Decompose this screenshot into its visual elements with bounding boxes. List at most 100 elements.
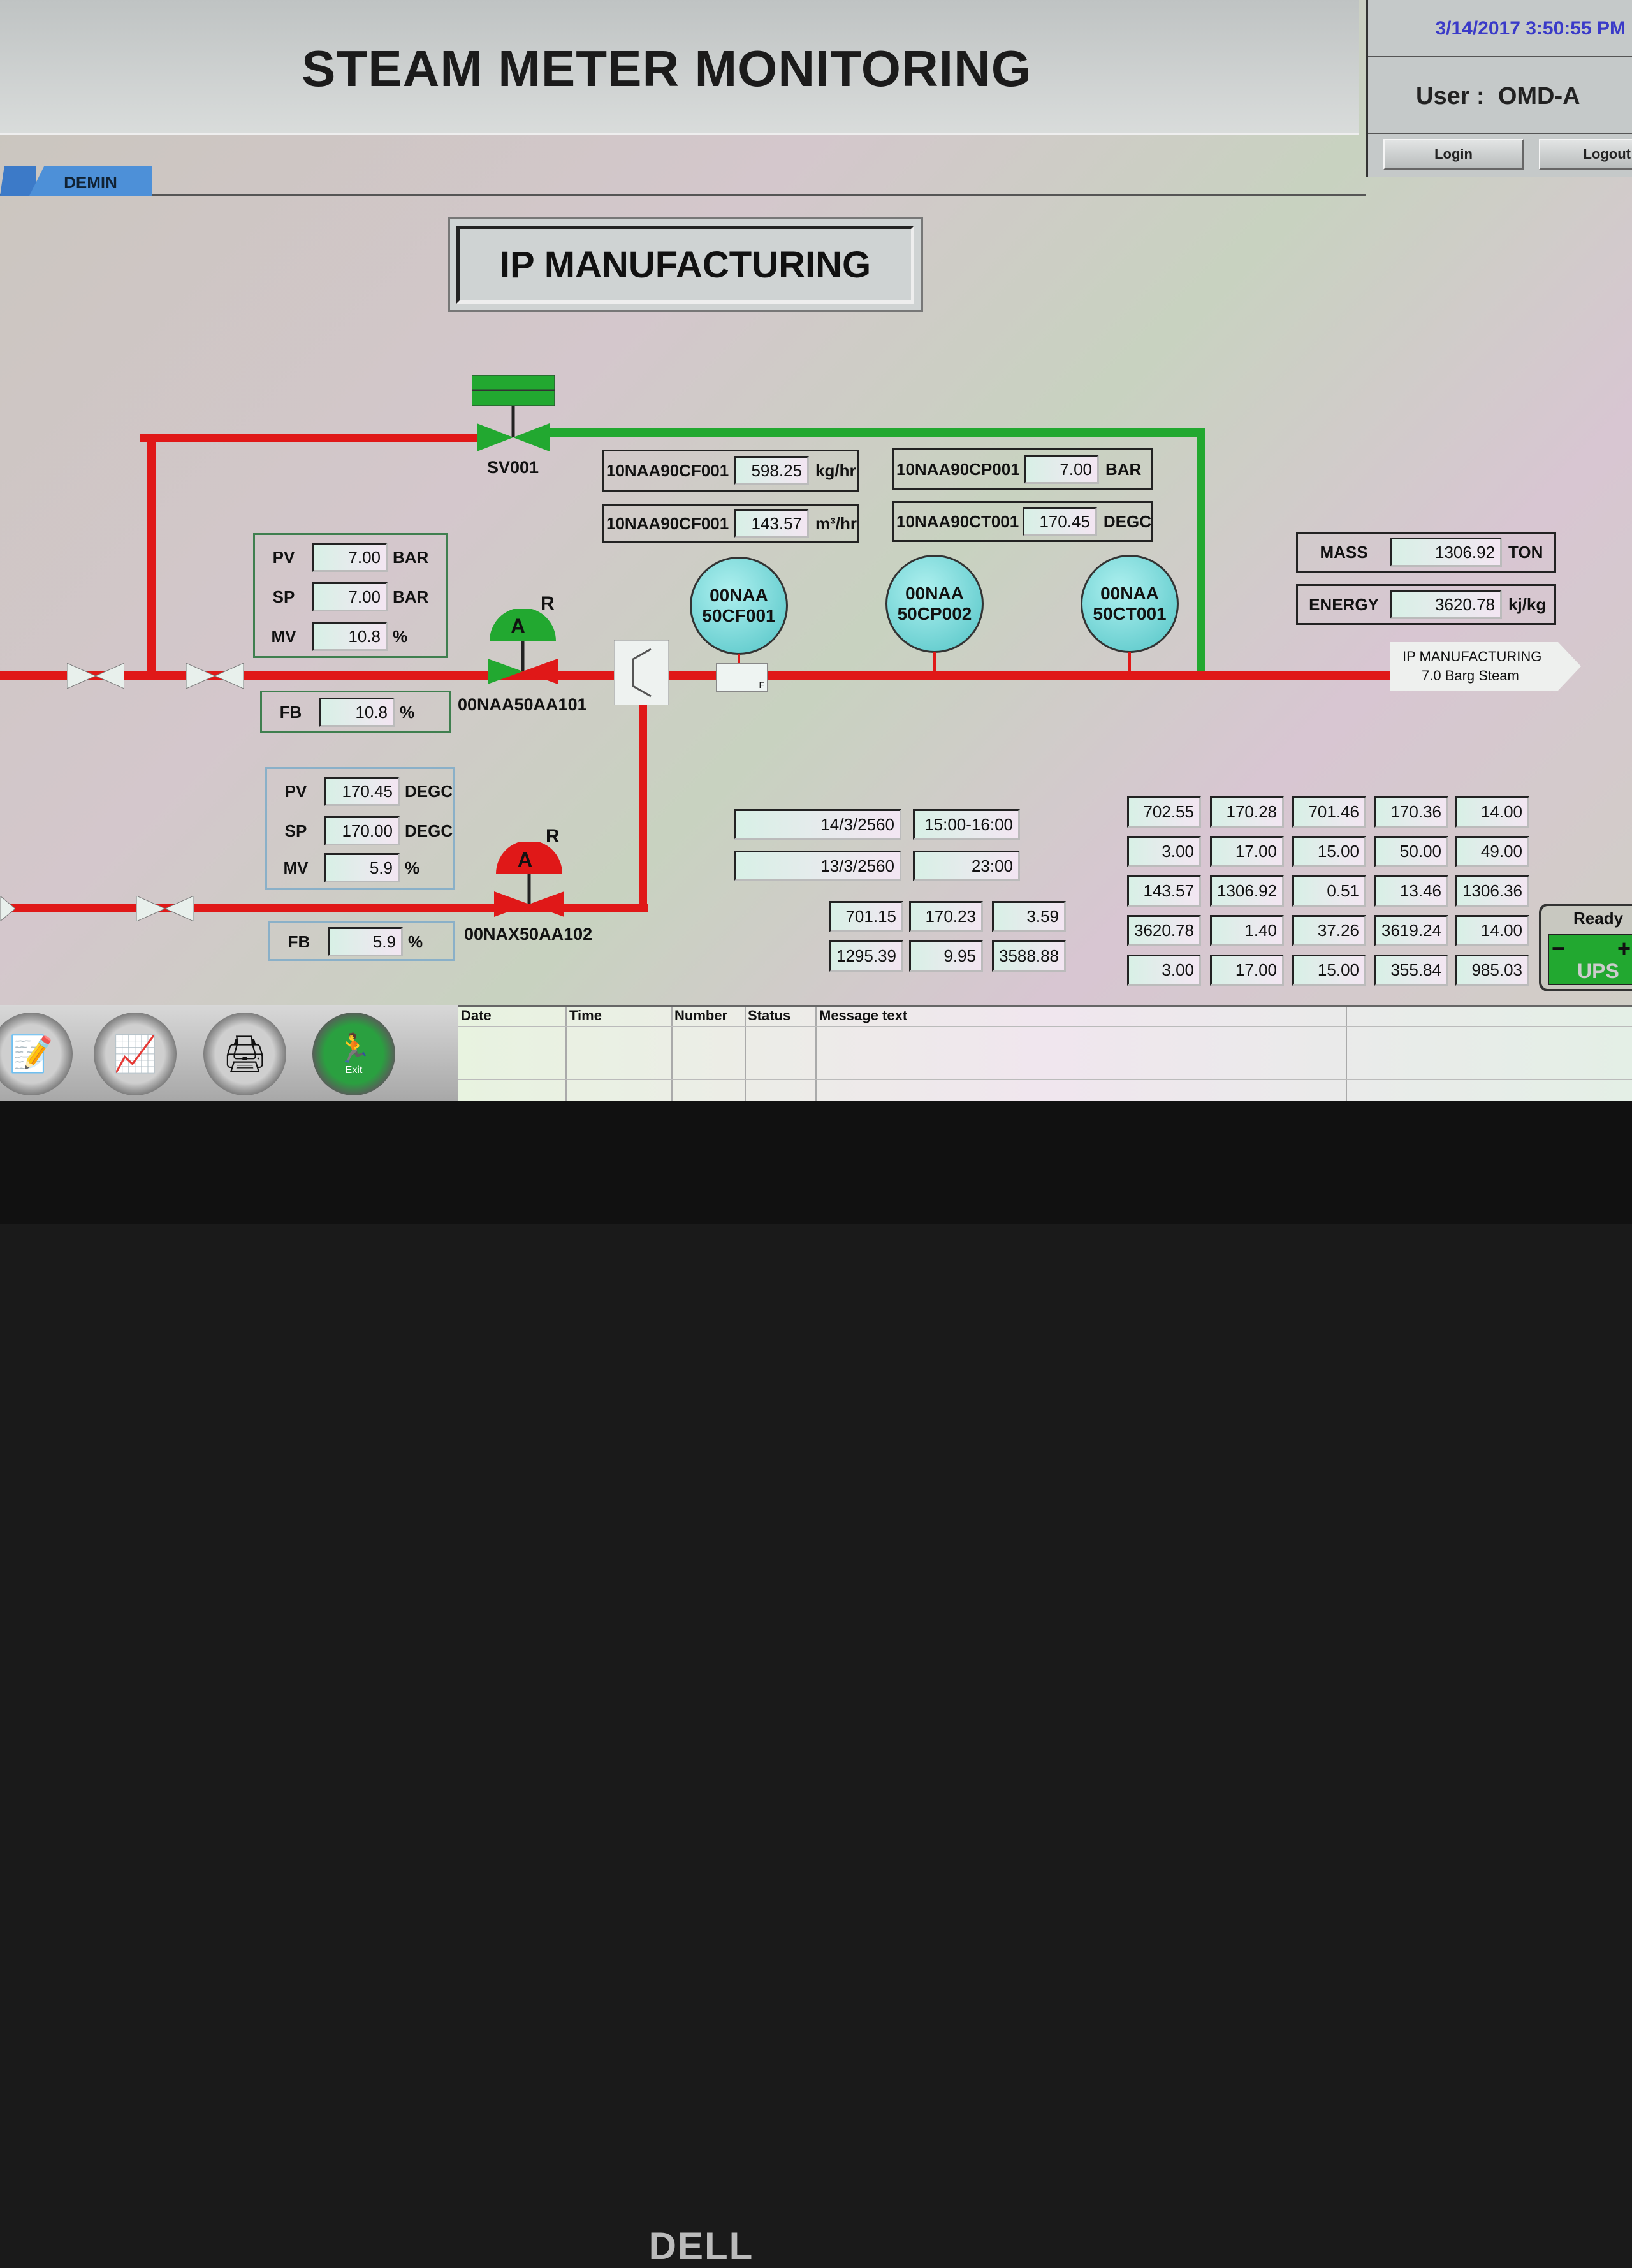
instrument-line2: 50CT001 (1093, 604, 1167, 624)
grid-cell: 143.57 (1127, 875, 1201, 907)
mv-label: MV (271, 626, 296, 646)
manual-valve-icon[interactable] (67, 663, 124, 689)
header-panel: STEAM METER MONITORING (0, 0, 1359, 135)
sp-value[interactable]: 170.00 (324, 816, 400, 845)
control-valve-icon[interactable] (484, 609, 561, 689)
mv-row: MV 10.8% (255, 620, 446, 652)
instrument-stem (933, 652, 936, 672)
row-divider (458, 1026, 1632, 1027)
summary-cell: 9.95 (909, 940, 983, 972)
pv-value: 7.00 (312, 543, 388, 572)
mv-unit: % (405, 858, 420, 877)
mv-unit: % (393, 626, 408, 646)
manual-valve-icon[interactable] (186, 663, 244, 689)
trend-button[interactable]: 📈 (94, 1013, 177, 1095)
summary-cell: 3588.88 (992, 940, 1066, 972)
tab-demin[interactable]: DEMIN (29, 166, 152, 196)
energy-label: ENERGY (1309, 594, 1379, 614)
divider (1368, 56, 1632, 57)
login-button[interactable]: Login (1383, 139, 1524, 170)
pv-value: 170.45 (324, 777, 400, 806)
outlet-line2: 7.0 Barg Steam (1422, 668, 1519, 684)
manual-valve-icon[interactable] (0, 896, 15, 921)
sp-unit: BAR (393, 587, 429, 606)
sv001-label: SV001 (487, 458, 539, 477)
fb-unit: % (408, 932, 423, 951)
grid-cell: 3.00 (1127, 955, 1201, 986)
user-name: OMD-A (1497, 83, 1580, 110)
grid-cell: 170.28 (1210, 796, 1284, 828)
mass-unit: TON (1508, 542, 1543, 562)
column-header-number[interactable]: Number (674, 1007, 728, 1023)
mv-value[interactable]: 10.8 (312, 622, 388, 651)
tag-value: 7.00 (1024, 455, 1099, 484)
open-line-down (1197, 428, 1205, 672)
mv-label: MV (283, 858, 309, 877)
tag-name: 10NAA90CF001 (606, 460, 729, 480)
fb-label: FB (288, 932, 310, 951)
logout-button[interactable]: Logout (1539, 139, 1632, 170)
grid-cell: 701.46 (1292, 796, 1366, 828)
manual-valve-icon[interactable] (136, 896, 194, 921)
instrument-line1: 00NAA (905, 583, 964, 603)
instrument-line1: 00NAA (710, 585, 768, 605)
column-header-date[interactable]: Date (461, 1007, 492, 1023)
column-header-time[interactable]: Time (569, 1007, 602, 1023)
grid-cell: 0.51 (1292, 875, 1366, 907)
instrument-line1: 00NAA (1100, 583, 1159, 603)
tag-value: 598.25 (734, 456, 809, 485)
grid-cell: 14.00 (1455, 915, 1529, 946)
grid-cell: 1306.92 (1210, 875, 1284, 907)
report-button[interactable]: 📝 (0, 1013, 73, 1095)
valve2-mode: A (518, 848, 533, 871)
ups-status: Ready (1573, 909, 1624, 928)
hmi-screen: STEAM METER MONITORING 3/14/2017 3:50:55… (0, 0, 1632, 1102)
user-panel: 3/14/2017 3:50:55 PM User : OMD-A Login … (1366, 0, 1632, 177)
tab-strip: DEMIN (0, 166, 1366, 196)
tab-previous[interactable] (0, 166, 36, 196)
divider (1368, 133, 1632, 134)
sp-label: SP (284, 821, 307, 840)
sp-value[interactable]: 7.00 (312, 582, 388, 611)
tag-unit: m³/hr (815, 513, 857, 533)
printer-icon: 🖨 (222, 1034, 268, 1074)
report-time: 23:00 (913, 851, 1020, 881)
toolbar: 📝 📈 🖨 🏃Exit (0, 1005, 458, 1101)
control-valve-icon[interactable] (491, 842, 567, 921)
steam-pipe-top (140, 434, 484, 442)
column-header-message[interactable]: Message text (819, 1007, 908, 1023)
tag-unit: kg/hr (815, 460, 856, 480)
solenoid-valve-icon[interactable] (472, 375, 555, 458)
grid-cell: 17.00 (1210, 836, 1284, 867)
grid-cell: 3619.24 (1374, 915, 1448, 946)
steam-pipe-bypass (147, 434, 156, 679)
steam-pipe-riser (639, 675, 647, 912)
mv-value[interactable]: 5.9 (324, 853, 400, 882)
column-header-status[interactable]: Status (748, 1007, 791, 1023)
ups-indicator: Ready − + UPS (1539, 904, 1632, 991)
chart-icon: 📈 (113, 1034, 157, 1074)
alarm-table[interactable]: Date Time Number Status Message text (458, 1005, 1632, 1102)
tag-unit: DEGC (1103, 511, 1151, 531)
grid-cell: 3.00 (1127, 836, 1201, 867)
exit-button[interactable]: 🏃Exit (312, 1013, 395, 1095)
sp-unit: DEGC (405, 821, 453, 840)
exit-label: Exit (345, 1065, 363, 1076)
column-divider (815, 1007, 817, 1102)
energy-value: 3620.78 (1390, 590, 1502, 619)
page-title: STEAM METER MONITORING (302, 40, 1031, 97)
print-button[interactable]: 🖨 (203, 1013, 286, 1095)
row-divider (458, 1079, 1632, 1080)
summary-cell: 701.15 (829, 901, 903, 932)
user-label: User : (1416, 83, 1485, 110)
